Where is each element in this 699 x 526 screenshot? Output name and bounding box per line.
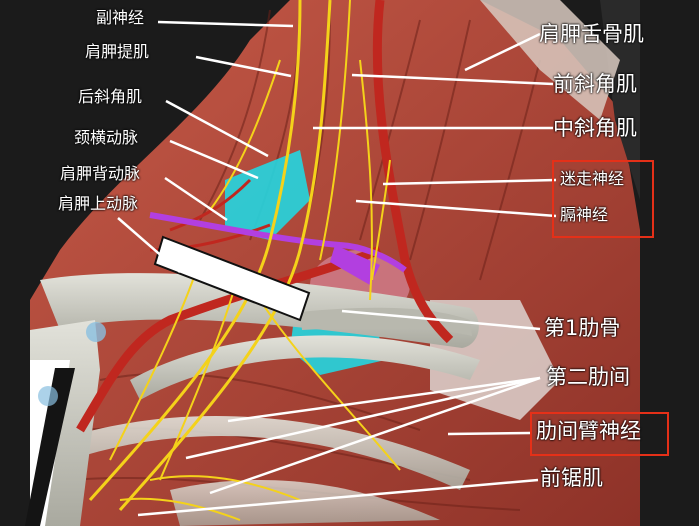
nerve-bundle <box>88 0 401 521</box>
label-dorsal-scapular-artery: 肩胛背动脉 <box>60 164 141 183</box>
third-rib-bone <box>60 416 470 490</box>
humerus-shadow <box>25 368 75 526</box>
clavicle-bone <box>40 273 479 348</box>
clavicle-cut-marker <box>153 235 311 322</box>
highlight-box-vagus-phrenic <box>552 160 654 238</box>
common-carotid-artery <box>372 0 454 344</box>
label-omohyoid: 肩胛舌骨肌 <box>539 22 644 46</box>
cartilage-spot <box>86 322 106 342</box>
label-serratus-anterior: 前锯肌 <box>540 466 603 490</box>
label-second-intercostal: 第二肋间 <box>546 365 630 389</box>
fourth-rib-bone <box>170 480 440 526</box>
purple-vein-junction <box>330 245 380 285</box>
label-accessory-nerve: 副神经 <box>96 8 145 27</box>
second-rib-bone <box>130 335 480 400</box>
purple-vein <box>149 212 407 273</box>
label-vagus-nerve: 迷走神经 <box>560 169 625 188</box>
label-transverse-cervical-artery: 颈横动脉 <box>74 128 139 147</box>
label-phrenic-nerve: 膈神经 <box>560 205 609 224</box>
highlight-box-intercostobrachial <box>530 412 669 456</box>
label-levator-scapulae: 肩胛提肌 <box>85 42 150 61</box>
label-suprascapular-artery: 肩胛上动脉 <box>58 194 139 213</box>
label-posterior-scalene: 后斜角肌 <box>78 87 143 106</box>
cartilage-spot-lower <box>38 386 58 406</box>
subclavian-artery <box>76 245 382 433</box>
label-first-rib: 第1肋骨 <box>544 316 621 340</box>
label-middle-scalene: 中斜角肌 <box>553 116 637 140</box>
transverse-cervical-artery <box>169 178 252 232</box>
label-intercostobrachial-nerve: 肋间臂神经 <box>536 419 641 443</box>
leader-lines <box>117 20 557 517</box>
label-anterior-scalene: 前斜角肌 <box>553 72 637 96</box>
omohyoid-sheet <box>480 0 620 120</box>
